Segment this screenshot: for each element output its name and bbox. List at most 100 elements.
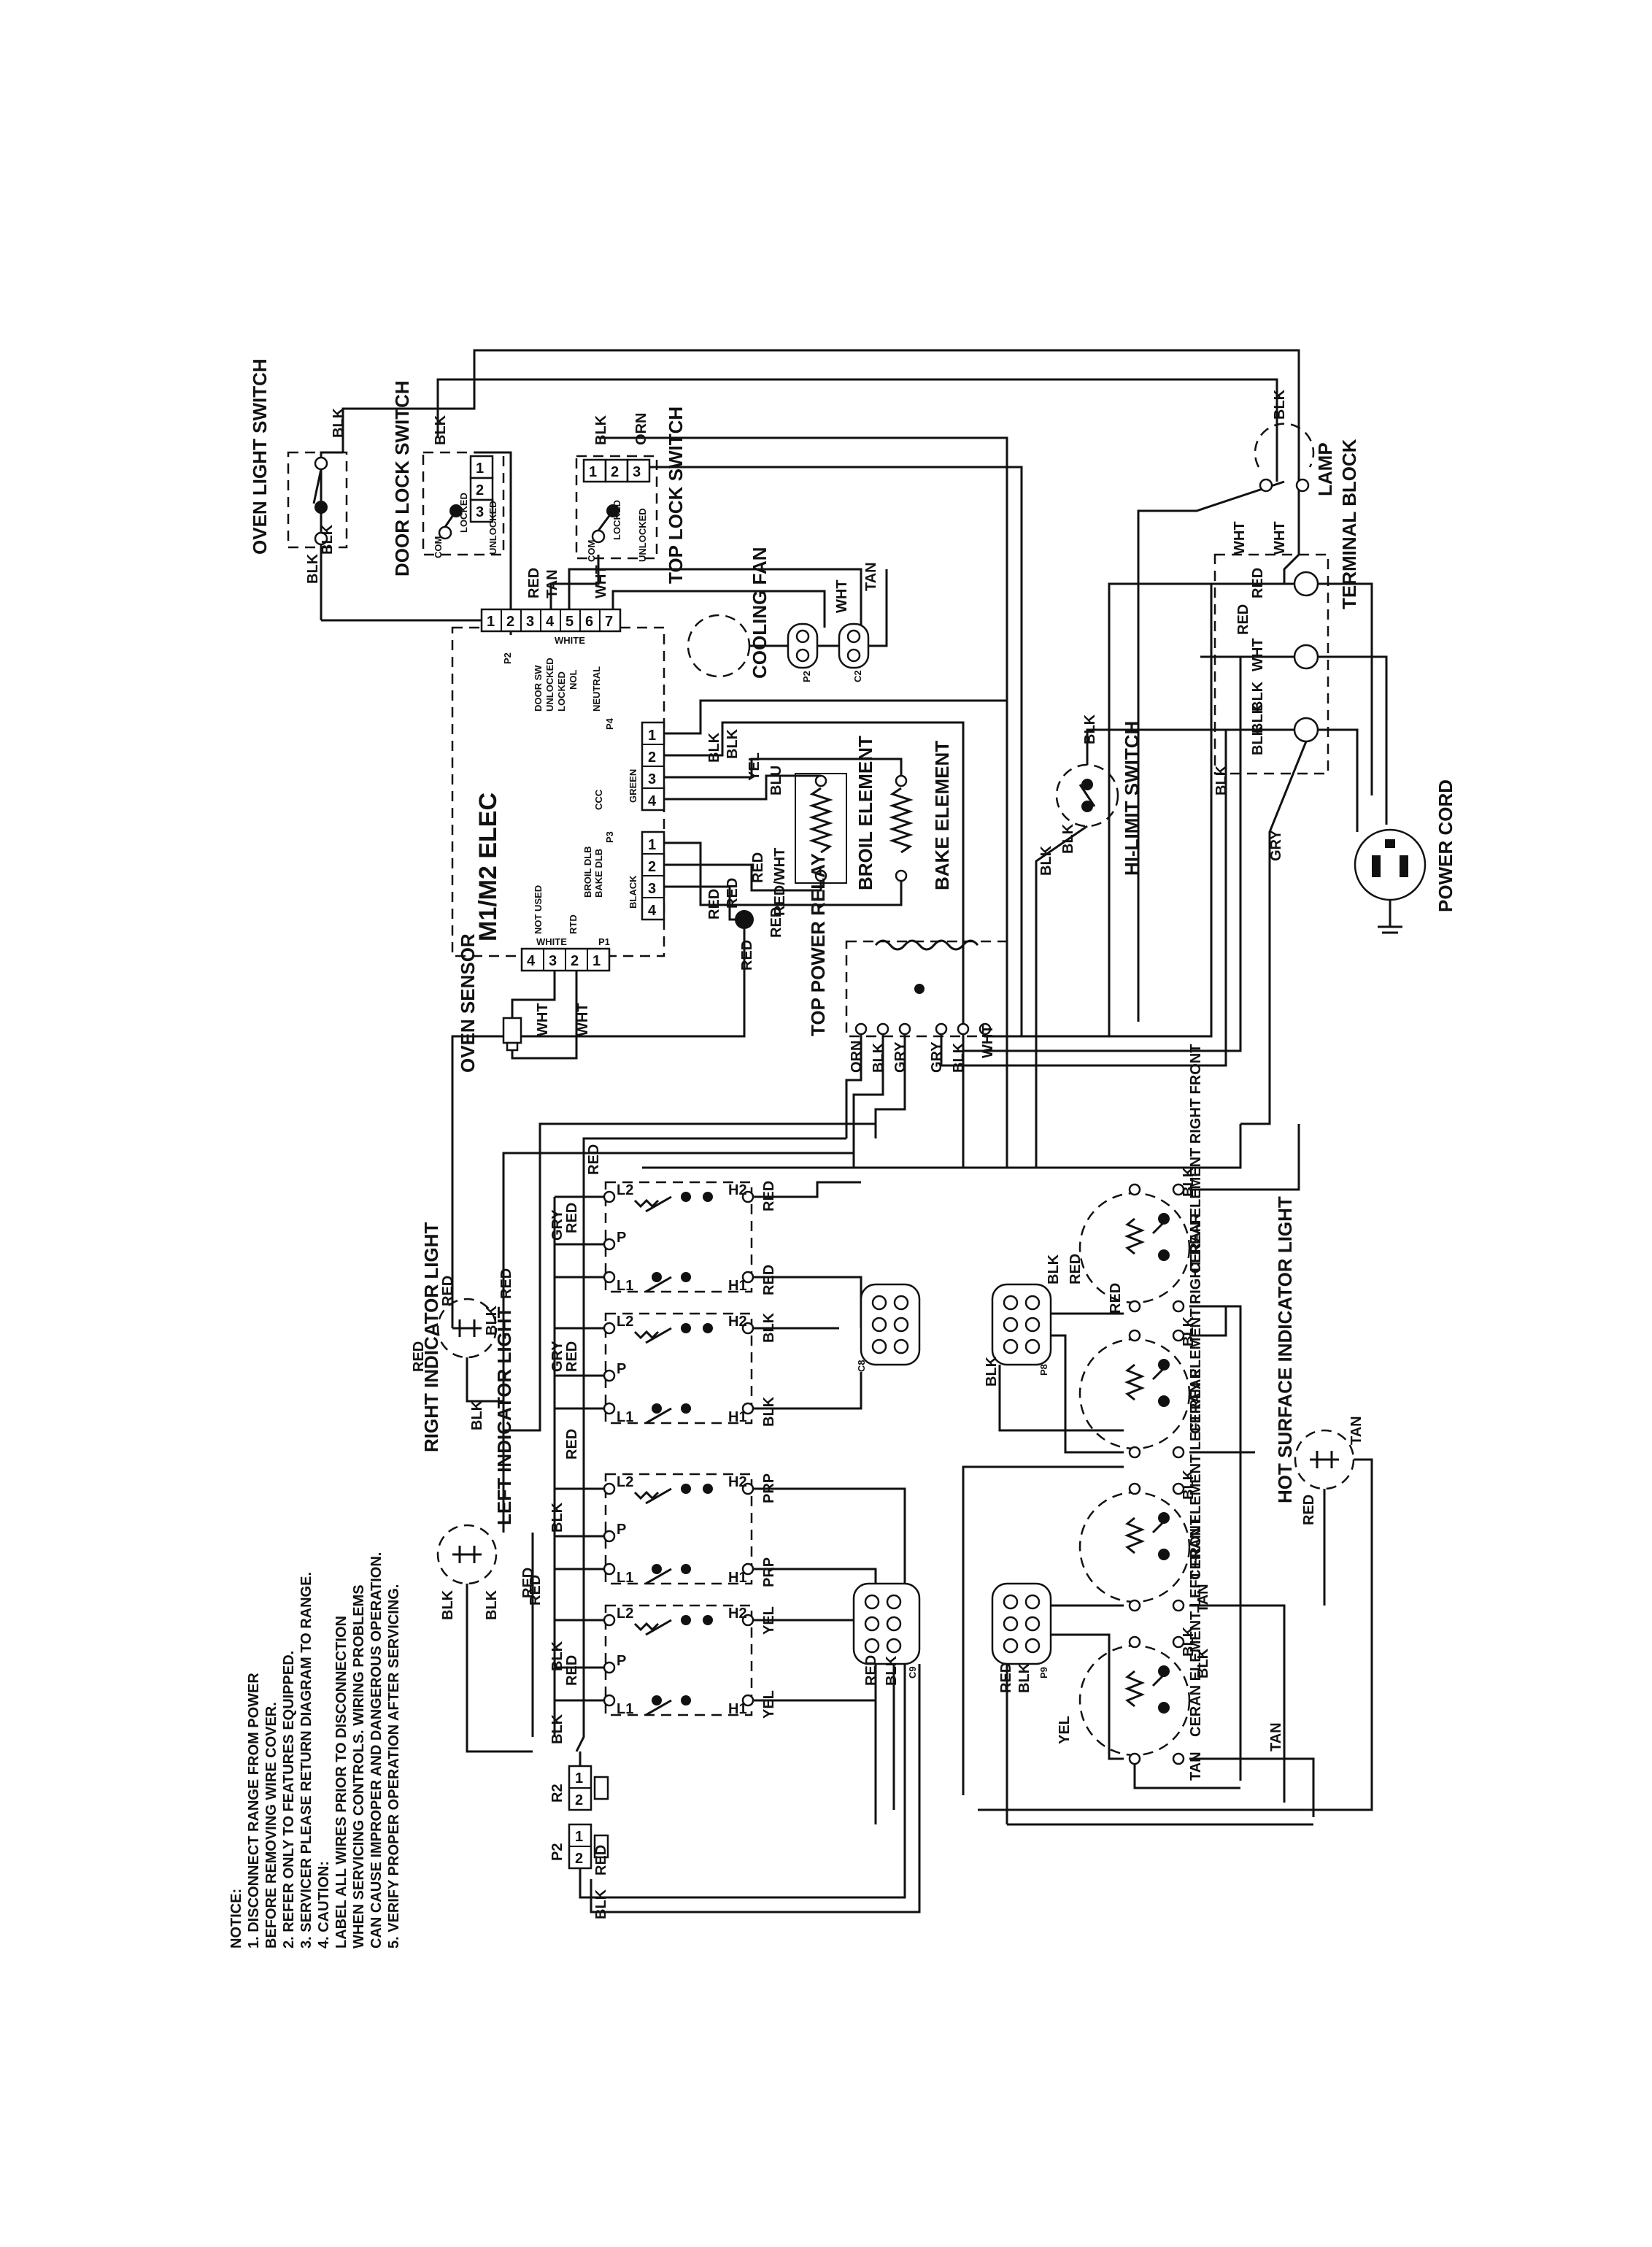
wire-label-blk-tb-2: BLK: [1250, 703, 1266, 733]
lf-h1: H1: [728, 1701, 747, 1717]
p2-door-sw: DOOR SW: [533, 665, 544, 712]
wire-label-blk-tb-1: BLK: [1250, 681, 1266, 712]
lr-h2: H2: [728, 1474, 747, 1490]
oven-sensor-label: OVEN SENSOR: [457, 933, 479, 1073]
p3-pin-3: 3: [648, 881, 656, 897]
rf-h1: H1: [728, 1278, 747, 1294]
lf-p: P: [617, 1653, 626, 1669]
hi-limit-switch-label: HI-LIMIT SWITCH: [1121, 721, 1143, 876]
fan-c2-label: C2: [852, 670, 863, 682]
wire-label-red-p8: RED: [1068, 1254, 1084, 1284]
p2-pin-6: 6: [585, 614, 593, 630]
wire-label-blk-tls: BLK: [593, 415, 609, 445]
wire-label-yel-h2-lf: YEL: [761, 1606, 777, 1635]
wire-label-red-hs: RED: [1301, 1495, 1317, 1525]
wire-label-red-h1-rf: RED: [761, 1265, 777, 1295]
wire-label-red-top-sw: RED: [586, 1144, 602, 1175]
notice-line-6: LABEL ALL WIRES PRIOR TO DISCONNECTION: [333, 1616, 350, 1949]
lf-h2: H2: [728, 1606, 747, 1622]
p4-pin-1: 1: [648, 728, 656, 744]
wire-label-wht-relay: WHT: [980, 1025, 996, 1058]
p2-label: P2: [502, 652, 513, 664]
ceran-lr-label: CERAN ELEMENT LEFT REAR: [1188, 1368, 1204, 1580]
c9-label: C9: [907, 1666, 918, 1678]
lr-l1: L1: [617, 1570, 633, 1586]
wire-label-red-bus-3: RED: [564, 1429, 580, 1460]
oven-light-switch-label: OVEN LIGHT SWITCH: [249, 358, 271, 555]
power-cord-label: POWER CORD: [1435, 779, 1456, 912]
wire-label-red-p3-3: RED: [725, 878, 741, 909]
right-indicator-light: RIGHT INDICATOR LIGHT RED BLK RED BLK RE…: [411, 1222, 514, 1452]
wire-label-blk-bus-3: BLK: [549, 1714, 566, 1744]
lf-l2: L2: [617, 1606, 633, 1622]
wire-label-blk-dls: BLK: [433, 415, 449, 445]
notice-title: NOTICE:: [228, 1889, 244, 1949]
p3-broil-dlb: BROIL DLB: [582, 846, 593, 898]
wire-label-red-p2: RED: [526, 568, 542, 598]
door-lock-switch: 1 2 3 COM LOCKED UNLOCKED BLK DOOR LOCK …: [391, 380, 505, 577]
p1-label: P1: [598, 936, 610, 947]
rf-l1: L1: [617, 1278, 633, 1294]
notice-line-7: WHEN SERVICING CONTROLS. WIRING PROBLEMS: [351, 1584, 367, 1949]
p4-green-label: GREEN: [628, 769, 638, 803]
wire-label-yel-h1-lf: YEL: [761, 1690, 777, 1719]
wire-label-blk-crf: BLK: [1181, 1166, 1197, 1197]
wire-label-wht-lamp-2: WHT: [1232, 521, 1248, 555]
p4-ccc: CCC: [593, 789, 604, 810]
wire-label-red-ri-3: RED: [411, 1341, 427, 1372]
wire-label-blk-p4: BLK: [706, 732, 722, 763]
wire-label-blk-relay-2: BLK: [951, 1042, 967, 1073]
wire-label-blk-ri: BLK: [484, 1305, 500, 1336]
p2-nol: NOL: [568, 670, 579, 690]
p1-rtd: RTD: [568, 914, 579, 934]
wire-label-red-ri: RED: [440, 1276, 456, 1306]
wire-label-tan-clf: TAN: [1188, 1751, 1204, 1781]
wire-label-blk-bus-2: BLK: [549, 1641, 566, 1671]
rr-h1: H1: [728, 1409, 747, 1425]
p1-pin-3: 3: [549, 953, 557, 969]
wire-label-yel-clf: YEL: [1057, 1716, 1073, 1744]
top-lock-switch-label: TOP LOCK SWITCH: [665, 406, 687, 584]
notice-line-1: 1. DISCONNECT RANGE FROM POWER: [246, 1673, 262, 1949]
wire-label-gry-relay-2: GRY: [929, 1041, 945, 1073]
bake-element-label: BAKE ELEMENT: [931, 741, 953, 890]
hot-surface-indicator-label: HOT SURFACE INDICATOR LIGHT: [1274, 1196, 1296, 1503]
p2-pin-4: 4: [546, 614, 555, 630]
top-power-relay: TOP POWER RELAY ORN BLK GRY GRY BLK WHT: [807, 584, 1242, 1168]
rf-p: P: [617, 1230, 626, 1246]
wire-label-wht-tb: WHT: [1250, 638, 1266, 671]
right-indicator-label: RIGHT INDICATOR LIGHT: [420, 1222, 442, 1452]
p3-pin-4: 4: [648, 903, 657, 919]
hi-limit-switch: HI-LIMIT SWITCH BLK BLK BLK BLK GRY: [1035, 714, 1308, 1168]
top-lock-switch: 1 2 3 COM LOCKED UNLOCKED BLK ORN TOP LO…: [575, 406, 687, 584]
door-lock-pin-1: 1: [476, 460, 484, 477]
cooling-fan-label: COOLING FAN: [749, 547, 771, 679]
broil-element-label: BROIL ELEMENT: [854, 736, 876, 890]
surface-switch-right-rear: L2 H2 P L1 H1: [603, 1312, 754, 1425]
p1-pin-2: 2: [571, 953, 579, 969]
cooling-fan: COOLING FAN P2 C2 WHT TAN: [687, 547, 888, 682]
notice-block: NOTICE: 1. DISCONNECT RANGE FROM POWER B…: [228, 1552, 402, 1949]
terminal-block-label: TERMINAL BLOCK: [1338, 439, 1360, 609]
lr-h1: H1: [728, 1570, 747, 1586]
terminal-block: TERMINAL BLOCK RED RED WHT BLK BLK BLK: [1200, 439, 1388, 832]
p2b-label: P2: [549, 1843, 566, 1861]
lamp-label: LAMP: [1314, 442, 1336, 496]
wire-label-yel-p4: YEL: [746, 752, 763, 781]
wire-label-blk-clr: BLK: [1181, 1469, 1197, 1500]
bake-element: BAKE ELEMENT: [889, 741, 953, 890]
door-lock-pin-3: 3: [476, 504, 484, 520]
connector-p9: P9 RED BLK: [991, 1582, 1124, 1824]
wire-label-blk-hl-3: BLK: [1038, 845, 1054, 876]
notice-line-3: 2. REFER ONLY TO FEATURES EQUIPPED.: [281, 1651, 297, 1949]
wire-label-blk-p9: BLK: [1016, 1662, 1032, 1693]
ceran-element-right-rear: CERAN ELEMENT RIGHT REAR BLK: [1078, 1213, 1204, 1459]
p4-pin-4: 4: [648, 793, 657, 809]
wire-label-red-h2-rf: RED: [761, 1181, 777, 1211]
wire-label-blk-h2-rr: BLK: [761, 1312, 777, 1343]
rr-l2: L2: [617, 1314, 633, 1330]
top-lock-com: COM: [586, 540, 597, 562]
p2-neutral: NEUTRAL: [591, 666, 602, 712]
fan-p2-label: P2: [801, 671, 812, 682]
